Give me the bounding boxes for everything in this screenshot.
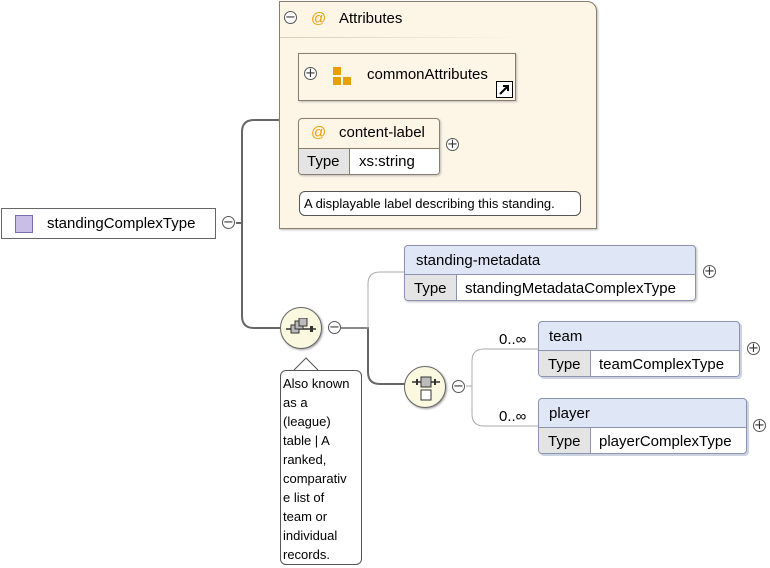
team-cardinality: 0..∞ — [499, 331, 527, 348]
team-name: team — [549, 328, 583, 345]
standing-metadata-type-label: Type — [405, 274, 457, 300]
team-expand-toggle[interactable]: + — [747, 341, 760, 356]
sequence-annotation-line: (league) — [283, 414, 331, 429]
choice-to-team-line — [466, 348, 538, 387]
team-type-value: teamComplexType — [591, 350, 739, 376]
sequence-annotation-line: Also known — [283, 376, 350, 391]
sequence-annotation-line: records. — [283, 547, 330, 562]
player-element[interactable]: player Type playerComplexType — [538, 398, 747, 454]
choice-icon — [412, 376, 440, 401]
sequence-annotation-line: comparativ — [283, 471, 347, 486]
content-label-name: content-label — [339, 124, 425, 141]
root-to-attributes-line — [236, 119, 280, 224]
sequence-annotation: Also known as a (league) table | A ranke… — [280, 370, 362, 565]
content-label-type-value: xs:string — [350, 148, 439, 174]
team-type-label: Type — [539, 350, 591, 376]
choice-collapse-toggle[interactable]: − — [452, 379, 465, 394]
sequence-annotation-line: e list of — [283, 490, 325, 505]
sequence-annotation-line: as a — [283, 395, 308, 410]
content-label-attribute[interactable]: @ content-label Type xs:string — [298, 118, 440, 175]
sequence-annotation-line: team or — [283, 509, 328, 524]
attribute-at-icon: @ — [311, 10, 327, 27]
player-type-label: Type — [539, 427, 591, 453]
standing-metadata-expand-toggle[interactable]: + — [703, 264, 716, 279]
content-label-type-label: Type — [299, 148, 350, 174]
attribute-group-icon — [333, 67, 353, 87]
attributes-divider — [280, 37, 520, 38]
complex-type-icon — [15, 215, 33, 233]
root-element-box[interactable]: standingComplexType — [1, 208, 216, 239]
content-label-annotation: A displayable label describing this stan… — [299, 191, 581, 216]
standing-metadata-type-value: standingMetadataComplexType — [457, 274, 695, 300]
reference-link-icon[interactable] — [496, 81, 513, 98]
player-expand-toggle[interactable]: + — [753, 418, 766, 433]
choice-compositor[interactable] — [404, 366, 446, 408]
sequence-annotation-line: ranked, — [283, 452, 327, 467]
sequence-annotation-pointer — [293, 357, 319, 371]
root-collapse-toggle[interactable]: − — [222, 215, 235, 230]
common-attributes-box[interactable]: commonAttributes — [298, 53, 516, 101]
attributes-collapse-toggle[interactable]: − — [284, 10, 297, 25]
attributes-title: Attributes — [339, 10, 403, 27]
player-type-value: playerComplexType — [591, 427, 746, 453]
root-to-sequence-line — [241, 223, 281, 329]
standing-metadata-name: standing-metadata — [416, 252, 541, 269]
sequence-annotation-line: individual — [283, 528, 338, 543]
sequence-compositor[interactable] — [280, 307, 322, 349]
standing-metadata-element[interactable]: standing-metadata Type standingMetadataC… — [404, 245, 696, 301]
player-name: player — [549, 405, 590, 422]
content-label-expand-toggle[interactable]: + — [446, 137, 459, 152]
choice-to-player-line — [466, 385, 538, 427]
common-attributes-expand-toggle[interactable]: + — [304, 66, 317, 81]
common-attributes-name: commonAttributes — [367, 66, 488, 83]
attribute-at-icon: @ — [311, 124, 327, 141]
sequence-collapse-toggle[interactable]: − — [328, 320, 341, 335]
sequence-annotation-line: table | A — [283, 433, 330, 448]
team-element[interactable]: team Type teamComplexType — [538, 321, 740, 377]
sequence-to-metadata-line — [341, 271, 404, 329]
root-element-name: standingComplexType — [47, 215, 196, 232]
player-cardinality: 0..∞ — [499, 408, 527, 425]
sequence-to-choice-line — [341, 327, 405, 385]
sequence-icon — [286, 318, 316, 334]
